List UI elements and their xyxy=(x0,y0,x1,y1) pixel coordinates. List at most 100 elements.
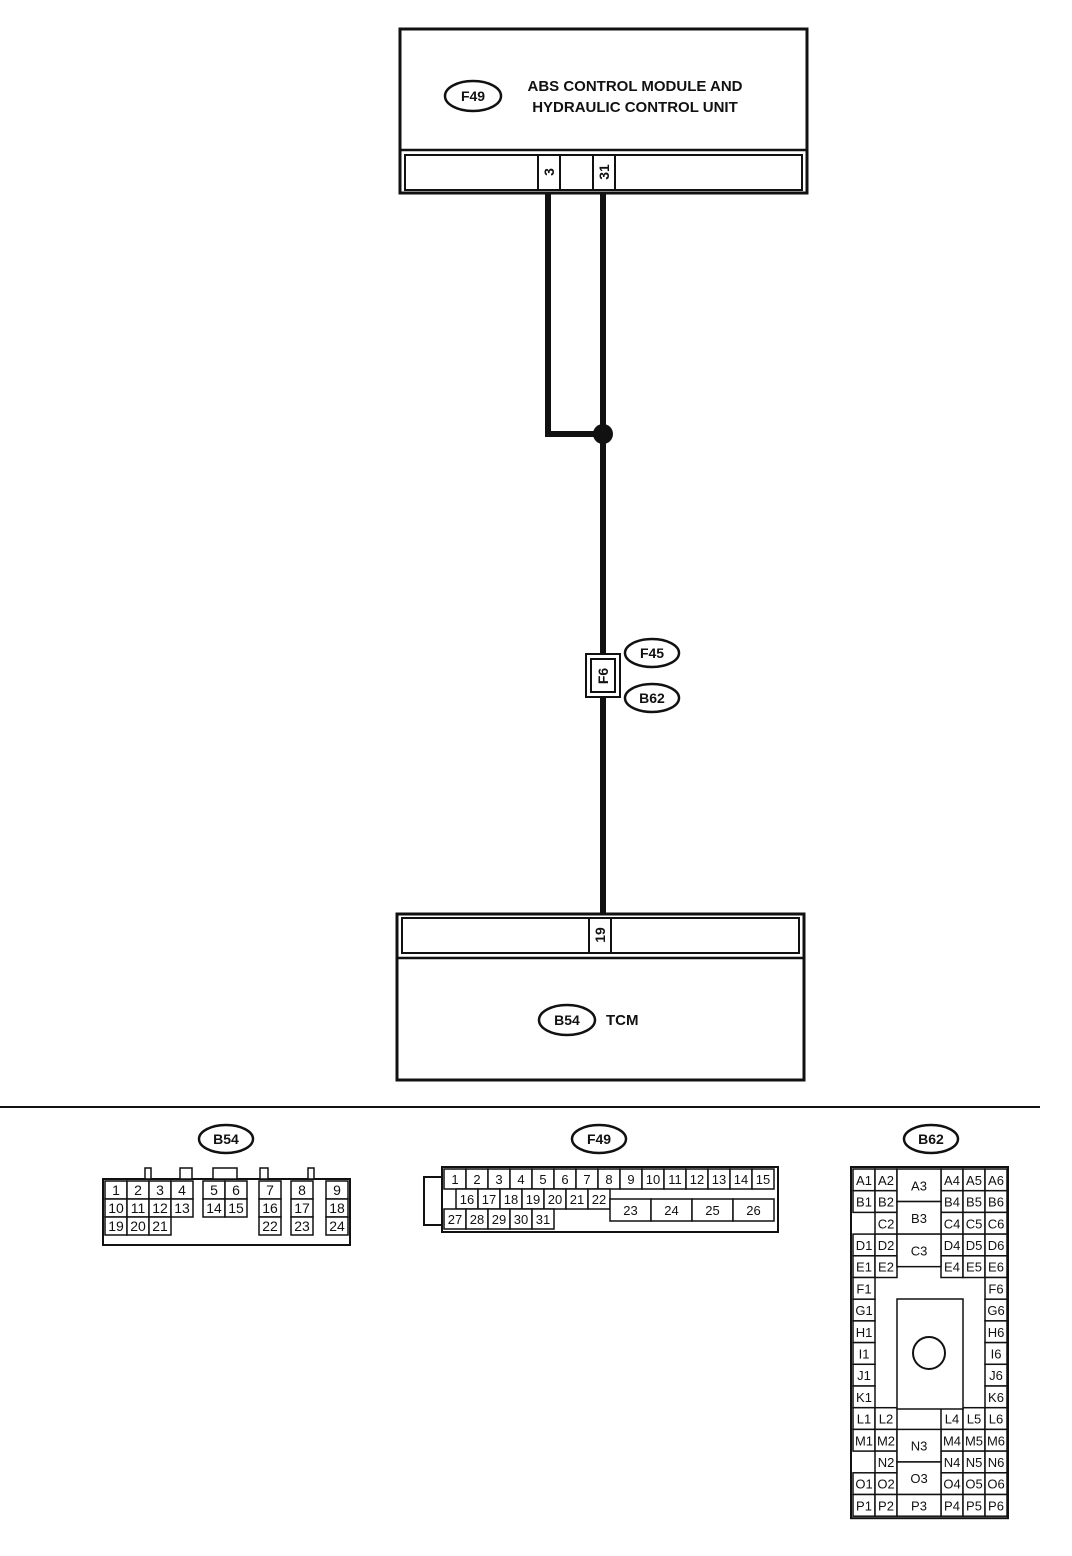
b62-pin-G1: G1 xyxy=(855,1303,872,1318)
b62-pin-P3: P3 xyxy=(911,1498,927,1513)
connector-b54-id: B54 xyxy=(213,1131,239,1147)
b54-pin-3: 3 xyxy=(156,1182,164,1198)
b62-pin-B1: B1 xyxy=(856,1195,872,1210)
b54-pin-24: 24 xyxy=(329,1218,345,1234)
b62-pin-D1: D1 xyxy=(856,1238,873,1253)
b62-pin-A1: A1 xyxy=(856,1173,872,1188)
f49-pin-30: 30 xyxy=(514,1212,528,1227)
b54-pin-15: 15 xyxy=(228,1200,244,1216)
b62-pin-G6: G6 xyxy=(987,1303,1004,1318)
abs-module-title-line1: ABS CONTROL MODULE AND xyxy=(528,78,743,95)
b62-pin-D6: D6 xyxy=(988,1238,1005,1253)
abs-control-module: F49 ABS CONTROL MODULE AND HYDRAULIC CON… xyxy=(398,27,809,195)
b54-pin-1: 1 xyxy=(112,1182,120,1198)
b62-pin-P4: P4 xyxy=(944,1498,960,1513)
b54-pin-4: 4 xyxy=(178,1182,186,1198)
joint-connector: F6 F45 B62 xyxy=(585,637,681,714)
b62-pin-E1: E1 xyxy=(856,1260,872,1275)
b62-pin-L2: L2 xyxy=(879,1412,893,1427)
b62-pin-M6: M6 xyxy=(987,1433,1005,1448)
b62-pin-O2: O2 xyxy=(877,1477,894,1492)
b62-pin-N3: N3 xyxy=(911,1439,928,1454)
b62-pin-O4: O4 xyxy=(943,1477,960,1492)
b62-pin-M4: M4 xyxy=(943,1433,961,1448)
tcm-title: TCM xyxy=(606,1012,639,1029)
b54-pin-8: 8 xyxy=(298,1182,306,1198)
b62-pin-B3: B3 xyxy=(911,1211,927,1226)
b62-pin-L6: L6 xyxy=(989,1412,1003,1427)
tcm-pin-19: 19 xyxy=(592,927,608,943)
f49-pin-3: 3 xyxy=(495,1172,502,1187)
b62-pin-N4: N4 xyxy=(944,1455,961,1470)
b62-pin-L1: L1 xyxy=(857,1412,871,1427)
b62-pin-A2: A2 xyxy=(878,1173,894,1188)
b62-pin-B4: B4 xyxy=(944,1195,960,1210)
b54-pin-10: 10 xyxy=(108,1200,124,1216)
b62-pin-D5: D5 xyxy=(966,1238,983,1253)
joint-id-b62: B62 xyxy=(639,690,665,706)
f49-pin-21: 21 xyxy=(570,1192,584,1207)
f49-pin-16: 16 xyxy=(460,1192,474,1207)
f49-pin-8: 8 xyxy=(605,1172,612,1187)
b62-pin-B5: B5 xyxy=(966,1195,982,1210)
f49-pin-25: 25 xyxy=(705,1203,719,1218)
abs-pin-31: 31 xyxy=(596,164,612,180)
f49-pin-10: 10 xyxy=(646,1172,660,1187)
f49-pin-26: 26 xyxy=(746,1203,760,1218)
b54-pin-21: 21 xyxy=(152,1218,168,1234)
connector-b62-id: B62 xyxy=(918,1131,944,1147)
f49-pin-29: 29 xyxy=(492,1212,506,1227)
b54-unit-id: B54 xyxy=(554,1012,580,1028)
b54-unit-id-badge xyxy=(537,1003,597,1037)
b62-pin-C3: C3 xyxy=(911,1243,928,1258)
b62-pin-O5: O5 xyxy=(965,1477,982,1492)
f49-pin-1: 1 xyxy=(451,1172,458,1187)
b62-pin-A6: A6 xyxy=(988,1173,1004,1188)
b54-pin-6: 6 xyxy=(232,1182,240,1198)
f49-pin-27: 27 xyxy=(448,1212,462,1227)
b62-pin-P2: P2 xyxy=(878,1498,894,1513)
b62-pin-E4: E4 xyxy=(944,1260,960,1275)
b62-pin-L5: L5 xyxy=(967,1412,981,1427)
joint-pin-f6: F6 xyxy=(595,668,611,685)
f49-pin-2: 2 xyxy=(473,1172,480,1187)
f49-pin-5: 5 xyxy=(539,1172,546,1187)
b54-pin-9: 9 xyxy=(333,1182,341,1198)
b54-pin-2: 2 xyxy=(134,1182,142,1198)
b62-pin-B6: B6 xyxy=(988,1195,1004,1210)
b62-pin-F6: F6 xyxy=(988,1281,1003,1296)
b62-pin-L4: L4 xyxy=(945,1412,959,1427)
b54-pin-17: 17 xyxy=(294,1200,310,1216)
b62-lock-hole xyxy=(912,1336,946,1370)
f49-pin-4: 4 xyxy=(517,1172,524,1187)
f49-pin-7: 7 xyxy=(583,1172,590,1187)
b54-pin-20: 20 xyxy=(130,1218,146,1234)
f49-pin-15: 15 xyxy=(756,1172,770,1187)
b62-pin-O1: O1 xyxy=(855,1477,872,1492)
b62-pin-C4: C4 xyxy=(944,1216,961,1231)
f49-pin-22: 22 xyxy=(592,1192,606,1207)
b62-pin-K1: K1 xyxy=(856,1390,872,1405)
f49-pin-12: 12 xyxy=(690,1172,704,1187)
b54-pin-16: 16 xyxy=(262,1200,278,1216)
b62-pin-C5: C5 xyxy=(966,1216,983,1231)
b54-pin-18: 18 xyxy=(329,1200,345,1216)
b62-pin-P5: P5 xyxy=(966,1498,982,1513)
abs-pin-3: 3 xyxy=(541,168,557,176)
b62-pin-N5: N5 xyxy=(966,1455,983,1470)
b62-pin-J6: J6 xyxy=(989,1368,1003,1383)
b62-pin-K6: K6 xyxy=(988,1390,1004,1405)
b62-pin-N2: N2 xyxy=(878,1455,895,1470)
b62-pin-N6: N6 xyxy=(988,1455,1005,1470)
wire-from-pin-3 xyxy=(545,192,603,437)
b62-pin-D4: D4 xyxy=(944,1238,961,1253)
b62-pin-O6: O6 xyxy=(987,1477,1004,1492)
b62-pin-H1: H1 xyxy=(856,1325,873,1340)
f49-pin-9: 9 xyxy=(627,1172,634,1187)
b54-pin-19: 19 xyxy=(108,1218,124,1234)
splice-point xyxy=(593,424,613,444)
